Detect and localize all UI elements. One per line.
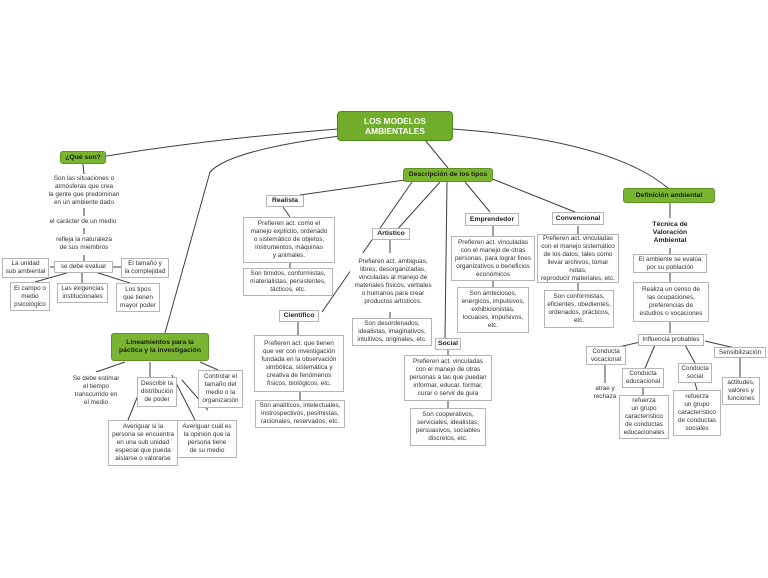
- definicion-title: Definición ambiental: [623, 188, 715, 203]
- lineamientos-describir: Describir la distribución de poder: [137, 377, 177, 407]
- realista-rasgos: Son tímidos, conformistas, materialistas…: [243, 268, 333, 296]
- que-son-tipos-poder: Los tipos que tienen mayor poder: [116, 283, 160, 312]
- que-son-caracter: el carácter de un medio: [40, 216, 126, 228]
- definicion-influencia: Influencia probables: [638, 334, 704, 346]
- conducta-vocacional: Conducta vocacional: [586, 346, 626, 365]
- lineamientos-controlar: Controlar el tamaño del medio o la organ…: [198, 370, 243, 408]
- artistico-label: Artístico: [372, 228, 410, 240]
- que-son-refleja: refleja la naturaleza de sus miembros: [47, 234, 121, 254]
- root-title: LOS MODELOS AMBIENTALES: [337, 111, 453, 141]
- que-son-title: ¿Qué son?: [60, 151, 106, 164]
- lineamientos-estimar: Se debe estimar el tiempo transcurrido e…: [67, 372, 125, 410]
- emprendedor-rasgos: Son ambiciosos, enérgicos, impulsivos, e…: [457, 287, 529, 333]
- refuerza-educacional: refuerza un grupo característico de cond…: [619, 395, 669, 439]
- social-rasgos: Son cooperativos, serviciales, idealista…: [410, 408, 486, 446]
- conducta-educacional: Conducta educacional: [622, 368, 664, 388]
- descripcion-title: Descripción de los tipos: [403, 168, 493, 182]
- edge-root-definicion: [451, 128, 669, 189]
- emprendedor-label: Emprendedor: [465, 213, 519, 226]
- que-son-unidad: La unidad sub ambiental: [2, 258, 49, 278]
- lineamientos-averiguar1: Averiguar si la persona se encuentra en …: [108, 420, 178, 466]
- edge-root-queson: [94, 128, 339, 159]
- definicion-tecnica: Técnica de Valoración Ambiental: [645, 218, 695, 248]
- realista-label: Realista: [266, 195, 304, 207]
- cientifico-pref: Prefieren act. que tienen que ver con in…: [254, 335, 344, 392]
- definicion-realiza: Realiza un censo de las ocupaciones, pre…: [633, 282, 709, 322]
- que-son-tamano: El tamaño y la complejidad: [121, 258, 169, 278]
- sensibilizacion: Sensibilización: [714, 347, 766, 358]
- realista-pref: Prefieren act. como el manejo explícito,…: [243, 217, 335, 263]
- que-son-se-debe-evaluar: se debe evaluar: [54, 261, 113, 273]
- convencional-rasgos: Son conformistas, eficientes, obedientes…: [544, 290, 614, 328]
- emprendedor-pref: Prefieren act. vinculadas con el manejo …: [451, 236, 535, 281]
- cientifico-label: Científico: [279, 310, 319, 322]
- social-pref: Prefieren act. vinculadas con el manejo …: [404, 355, 492, 401]
- edge-root-lineamientos: [164, 135, 341, 334]
- atrae-rechaza: atrae y rechaza: [590, 383, 620, 403]
- actitudes-valores: actitudes, valores y funciones: [722, 377, 760, 405]
- que-son-exigencias: Las exigencias institucionales: [57, 283, 108, 303]
- lineamientos-title: Lineamientos para la páctica y la invest…: [111, 333, 209, 361]
- conducta-social: Conducta social: [678, 363, 712, 383]
- edge-root-descripcion: [424, 139, 449, 169]
- refuerza-social: refuerza un grupo característico de cond…: [673, 390, 721, 436]
- convencional-pref: Prefieren act. vinculadas con el manejo …: [537, 234, 619, 283]
- cientifico-rasgos: Son analíticos, intelectuales, instrospe…: [255, 400, 345, 428]
- que-son-definicion: Son las situaciones o atmósferas que cre…: [38, 174, 130, 208]
- lineamientos-averiguar2: Averiguar cuál es la opinión que la pers…: [177, 420, 237, 458]
- artistico-rasgos: Son desordenados, idealistas, imaginativ…: [352, 318, 432, 346]
- convencional-label: Convencional: [552, 212, 604, 225]
- definicion-evalua: El ambiente se evalúa por su población: [633, 254, 707, 273]
- social-label: Social: [435, 338, 461, 350]
- artistico-pref: Prefieren act. ambiguas, libres, desorga…: [350, 253, 436, 311]
- que-son-campo: El campo o medio psicológico: [10, 282, 50, 311]
